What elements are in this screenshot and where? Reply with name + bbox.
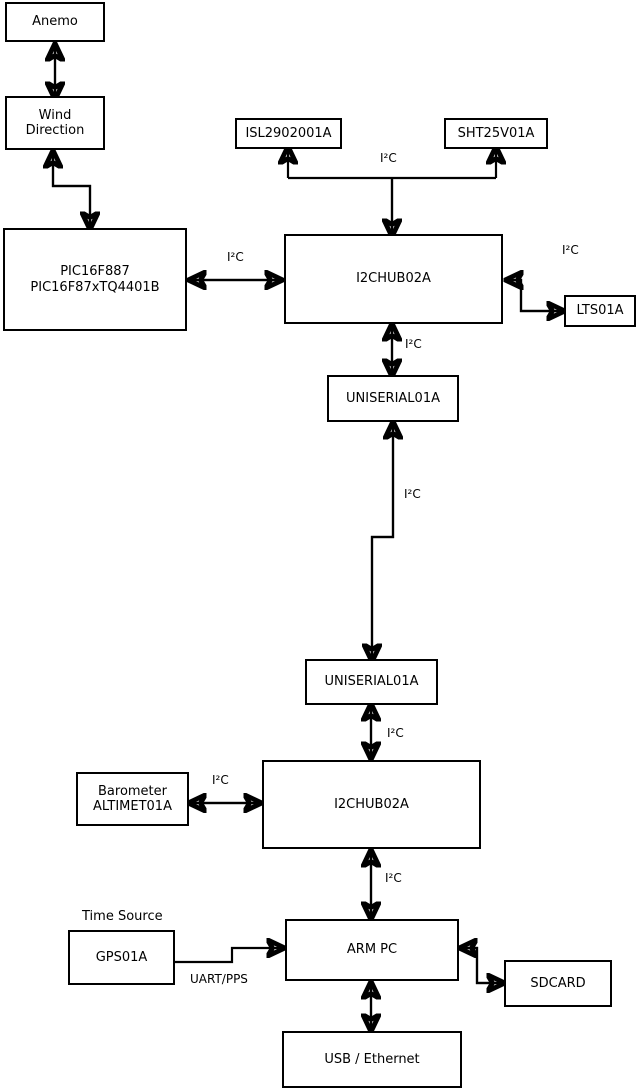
node-uniserial01a-bottom[interactable]: UNISERIAL01A — [305, 659, 438, 705]
node-pic-mcu-label: PIC16F887 PIC16F87xTQ4401B — [30, 264, 160, 295]
edge-label-hub-top-sensors: I²C — [380, 151, 397, 165]
edge-uniserial-link-down — [372, 423, 395, 660]
node-usb-ethernet-label: USB / Ethernet — [324, 1051, 420, 1067]
node-wind-direction[interactable]: Wind Direction — [5, 96, 105, 150]
node-sdcard[interactable]: SDCARD — [504, 960, 612, 1007]
node-i2chub02a-top-label: I2CHUB02A — [356, 271, 431, 287]
edge-wind-pic-down — [51, 152, 90, 228]
edge-hub-lts-out — [507, 278, 563, 311]
node-gps01a-label: GPS01A — [95, 949, 148, 965]
node-lts01a[interactable]: LTS01A — [564, 295, 636, 327]
node-i2chub02a-top[interactable]: I2CHUB02A — [284, 234, 503, 324]
node-sht25v01a-label: SHT25V01A — [457, 125, 535, 141]
edge-label-pic-hub-top: I²C — [227, 250, 244, 264]
node-uniserial01a-top-label: UNISERIAL01A — [346, 390, 440, 406]
node-arm-pc[interactable]: ARM PC — [285, 919, 459, 981]
edge-label-uniserial-bottom-hub: I²C — [387, 726, 404, 740]
edge-label-uniserial-link: I²C — [404, 487, 421, 501]
edge-hub-lts-in — [507, 280, 563, 313]
node-sdcard-label: SDCARD — [530, 975, 586, 991]
node-uniserial01a-bottom-label: UNISERIAL01A — [324, 674, 419, 690]
edge-wind-pic-up — [53, 152, 92, 228]
node-i2chub02a-bottom-label: I2CHUB02A — [334, 796, 409, 812]
edge-label-hub-top-lts: I²C — [562, 243, 579, 257]
node-sht25v01a[interactable]: SHT25V01A — [444, 118, 548, 149]
edge-gps-armpc — [175, 948, 283, 964]
node-anemo-label: Anemo — [32, 14, 78, 30]
node-isl2902001a-label: ISL2902001A — [245, 125, 332, 141]
edge-label-hub-bottom-armpc: I²C — [385, 871, 402, 885]
node-uniserial01a-top[interactable]: UNISERIAL01A — [327, 375, 459, 422]
edge-label-hub-top-uniserial: I²C — [405, 337, 422, 351]
node-pic-mcu[interactable]: PIC16F887 PIC16F87xTQ4401B — [3, 228, 187, 331]
edge-uniserial-link-up — [370, 423, 393, 660]
node-gps01a[interactable]: GPS01A — [68, 930, 175, 985]
node-barometer-altimet01a[interactable]: Barometer ALTIMET01A — [76, 772, 189, 826]
node-barometer-altimet01a-label: Barometer ALTIMET01A — [93, 783, 172, 814]
edge-armpc-sdcard-in — [461, 948, 503, 985]
node-lts01a-label: LTS01A — [576, 303, 624, 319]
edge-label-barometer-hub: I²C — [212, 773, 229, 787]
node-isl2902001a[interactable]: ISL2902001A — [235, 118, 342, 149]
edge-label-gps-armpc: UART/PPS — [190, 972, 248, 986]
node-anemo[interactable]: Anemo — [5, 2, 105, 42]
node-i2chub02a-bottom[interactable]: I2CHUB02A — [262, 760, 481, 849]
edge-armpc-sdcard-out — [461, 946, 503, 983]
node-arm-pc-label: ARM PC — [346, 942, 398, 958]
label-time-source: Time Source — [82, 909, 163, 924]
node-usb-ethernet[interactable]: USB / Ethernet — [282, 1031, 462, 1088]
node-wind-direction-label: Wind Direction — [25, 107, 85, 138]
